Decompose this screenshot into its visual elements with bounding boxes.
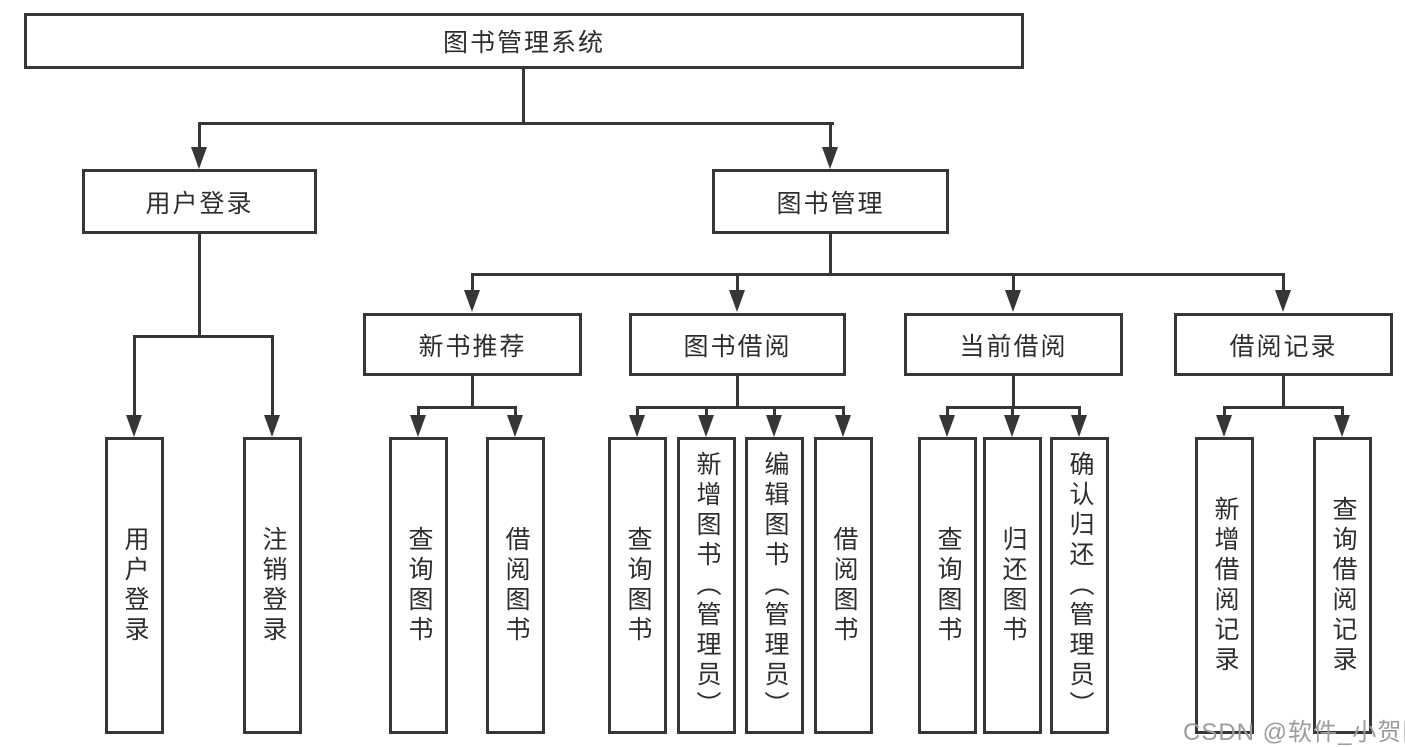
leaf-newrec-borrow-books: 借阅图书 bbox=[486, 437, 545, 734]
line-segment bbox=[133, 335, 274, 338]
node-library-system-label: 图书管理系统 bbox=[442, 29, 605, 57]
arrow-down-icon bbox=[629, 415, 645, 437]
node-borrowing-records-label: 借阅记录 bbox=[1229, 332, 1338, 361]
leaf-current-query-books: 查询图书 bbox=[918, 437, 977, 734]
leaf-user-login-label: 用户登录 bbox=[121, 525, 149, 646]
arrow-down-icon bbox=[835, 415, 851, 437]
line-segment bbox=[636, 406, 639, 416]
arrow-down-icon bbox=[766, 415, 782, 437]
arrow-down-icon bbox=[1005, 290, 1021, 312]
leaf-add-books-admin-label: 新增图书（管理员） bbox=[693, 450, 721, 721]
line-segment bbox=[1012, 273, 1015, 292]
leaf-logout: 注销登录 bbox=[243, 437, 302, 734]
leaf-edit-books-admin-label: 编辑图书（管理员） bbox=[761, 450, 789, 721]
node-new-book-recommendation-label: 新书推荐 bbox=[418, 332, 527, 361]
leaf-borrowing-query-books-label: 查询图书 bbox=[624, 525, 652, 646]
line-segment bbox=[829, 234, 832, 273]
line-segment bbox=[1282, 273, 1285, 292]
line-segment bbox=[471, 376, 474, 409]
line-segment bbox=[773, 406, 776, 416]
line-segment bbox=[1011, 406, 1014, 416]
node-new-book-recommendation: 新书推荐 bbox=[363, 313, 582, 376]
leaf-current-query-books-label: 查询图书 bbox=[934, 525, 962, 646]
leaf-newrec-query-books-label: 查询图书 bbox=[405, 525, 433, 646]
leaf-return-books-label: 归还图书 bbox=[999, 525, 1027, 646]
leaf-edit-books-admin: 编辑图书（管理员） bbox=[745, 437, 804, 734]
arrow-down-icon bbox=[1071, 415, 1087, 437]
line-segment bbox=[842, 406, 845, 416]
line-segment bbox=[471, 273, 1285, 276]
line-segment bbox=[417, 406, 420, 416]
leaf-query-borrow-record: 查询借阅记录 bbox=[1313, 437, 1372, 734]
leaf-borrowing-borrow-books: 借阅图书 bbox=[814, 437, 873, 734]
line-segment bbox=[946, 406, 949, 416]
leaf-confirm-return-admin: 确认归还（管理员） bbox=[1050, 437, 1109, 734]
leaf-newrec-query-books: 查询图书 bbox=[389, 437, 448, 734]
line-segment bbox=[471, 273, 474, 292]
node-book-management-label: 图书管理 bbox=[776, 189, 885, 218]
arrow-down-icon bbox=[191, 147, 207, 169]
line-segment bbox=[514, 406, 517, 416]
arrow-down-icon bbox=[822, 147, 838, 169]
csdn-watermark: CSDN @软件_小贺同学 bbox=[1183, 719, 1405, 746]
line-segment bbox=[1223, 406, 1226, 416]
line-segment bbox=[198, 234, 201, 335]
leaf-user-login: 用户登录 bbox=[105, 437, 164, 734]
arrow-down-icon bbox=[729, 290, 745, 312]
arrow-down-icon bbox=[1334, 415, 1350, 437]
arrow-down-icon bbox=[464, 290, 480, 312]
arrow-down-icon bbox=[698, 415, 714, 437]
line-segment bbox=[736, 376, 739, 409]
node-user-login: 用户登录 bbox=[82, 169, 317, 234]
line-segment bbox=[417, 406, 517, 409]
line-segment bbox=[636, 406, 845, 409]
node-borrowing-records: 借阅记录 bbox=[1174, 313, 1393, 376]
leaf-add-books-admin: 新增图书（管理员） bbox=[677, 437, 736, 734]
leaf-logout-label: 注销登录 bbox=[259, 525, 287, 646]
arrow-down-icon bbox=[410, 415, 426, 437]
line-segment bbox=[1223, 406, 1344, 409]
arrow-down-icon bbox=[1004, 415, 1020, 437]
arrow-down-icon bbox=[939, 415, 955, 437]
line-segment bbox=[1012, 376, 1015, 409]
leaf-add-borrow-record: 新增借阅记录 bbox=[1195, 437, 1254, 734]
node-book-management: 图书管理 bbox=[712, 169, 949, 234]
line-segment bbox=[198, 122, 201, 149]
arrow-down-icon bbox=[126, 415, 142, 437]
line-segment bbox=[1282, 376, 1285, 409]
leaf-borrowing-query-books: 查询图书 bbox=[608, 437, 667, 734]
line-segment bbox=[133, 335, 136, 416]
line-segment bbox=[271, 335, 274, 416]
arrow-down-icon bbox=[1275, 290, 1291, 312]
node-library-system: 图书管理系统 bbox=[24, 13, 1024, 69]
line-segment bbox=[1078, 406, 1081, 416]
line-segment bbox=[522, 69, 525, 122]
arrow-down-icon bbox=[1216, 415, 1232, 437]
node-current-borrowing: 当前借阅 bbox=[904, 313, 1123, 376]
line-segment bbox=[198, 122, 834, 125]
leaf-add-borrow-record-label: 新增借阅记录 bbox=[1211, 495, 1239, 676]
arrow-down-icon bbox=[264, 415, 280, 437]
line-segment bbox=[736, 273, 739, 292]
node-current-borrowing-label: 当前借阅 bbox=[959, 332, 1068, 361]
leaf-return-books: 归还图书 bbox=[983, 437, 1042, 734]
leaf-query-borrow-record-label: 查询借阅记录 bbox=[1329, 495, 1357, 676]
line-segment bbox=[1341, 406, 1344, 416]
node-book-borrowing-label: 图书借阅 bbox=[683, 332, 792, 361]
leaf-borrowing-borrow-books-label: 借阅图书 bbox=[830, 525, 858, 646]
line-segment bbox=[829, 122, 832, 149]
line-segment bbox=[705, 406, 708, 416]
node-book-borrowing: 图书借阅 bbox=[629, 313, 846, 376]
leaf-newrec-borrow-books-label: 借阅图书 bbox=[502, 525, 530, 646]
node-user-login-label: 用户登录 bbox=[145, 189, 254, 218]
leaf-confirm-return-admin-label: 确认归还（管理员） bbox=[1066, 450, 1094, 721]
arrow-down-icon bbox=[507, 415, 523, 437]
